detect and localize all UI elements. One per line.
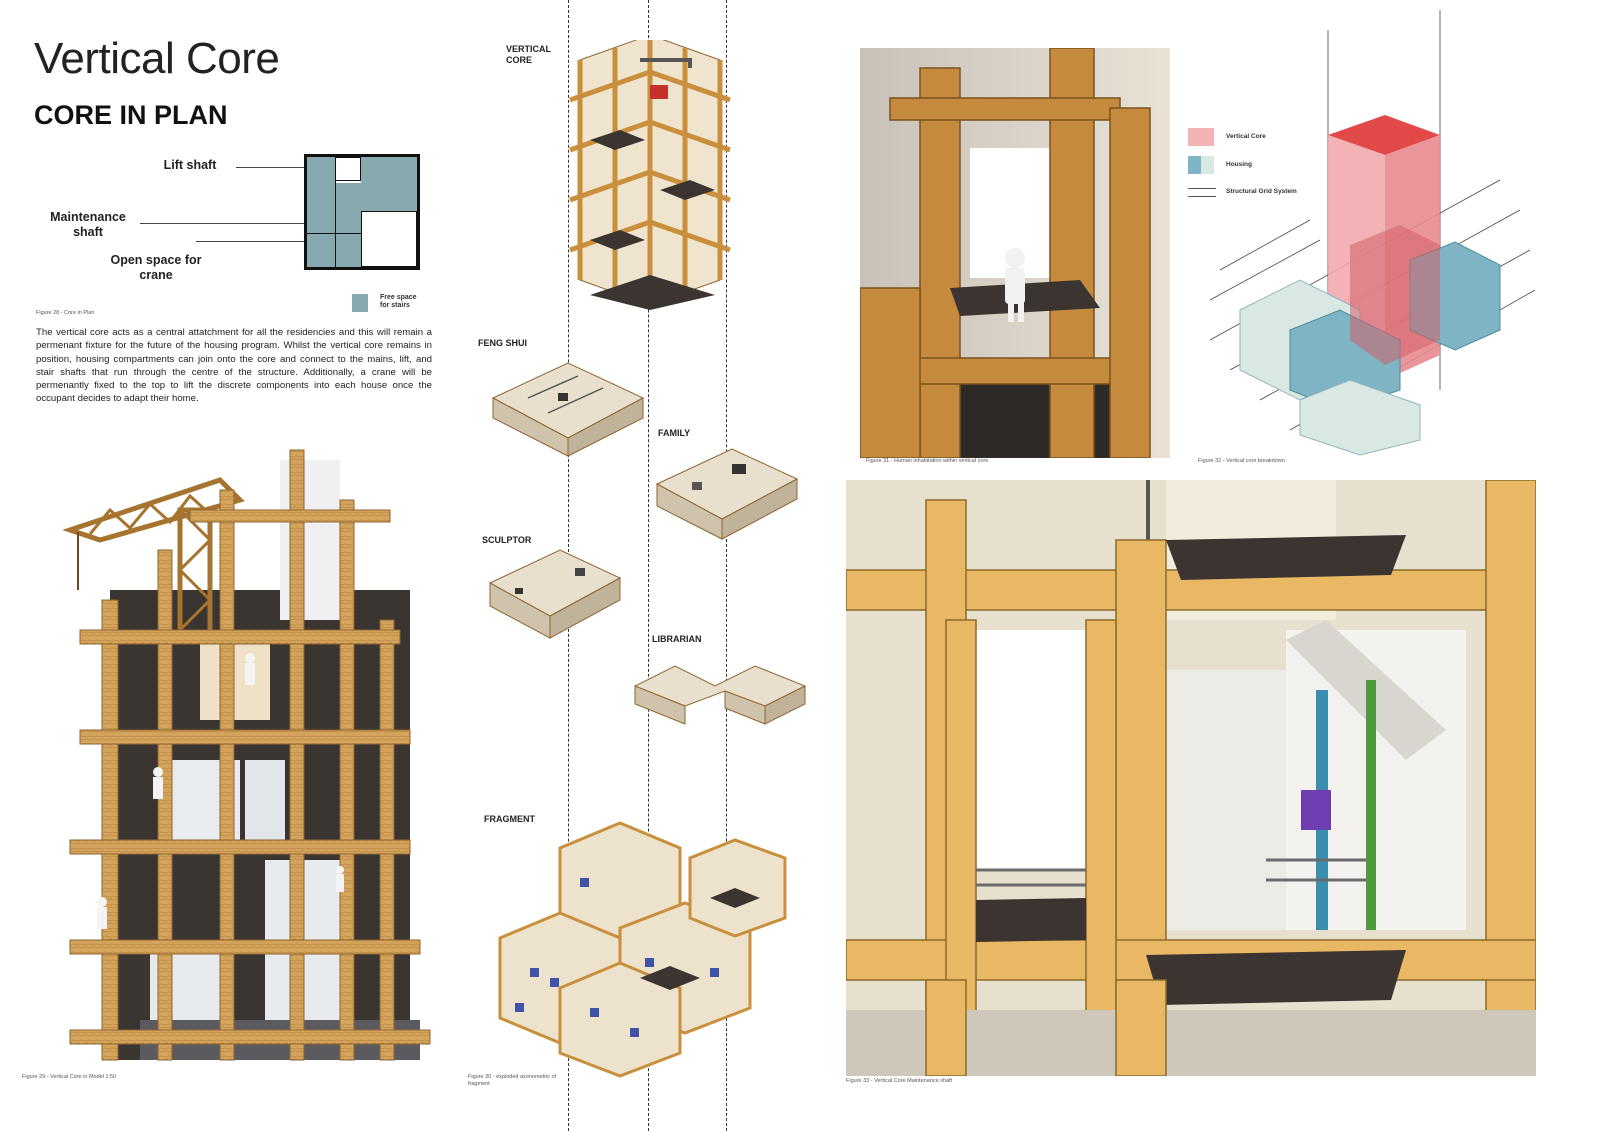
vertical-core-breakdown-diagram — [1209, 10, 1536, 456]
maintenance-caption: Figure 33 - Vertical Core Maintenance sh… — [846, 1078, 953, 1084]
maintenance-shaft-label: Maintenance shaft — [50, 210, 126, 239]
lift-shaft-label: Lift shaft — [163, 158, 217, 172]
section-heading: CORE IN PLAN — [34, 100, 228, 130]
grid-legend-line-2 — [1188, 196, 1216, 197]
model-caption: Figure 29 - Vertical Core in Model 1:50 — [22, 1074, 117, 1080]
legend-housing: Housing — [1226, 161, 1252, 168]
breakdown-caption: Figure 32 - Vertical core breakdown — [1198, 458, 1285, 464]
family-module — [655, 448, 799, 540]
grid-legend-line-1 — [1188, 188, 1216, 189]
human-inhabitation-photo — [860, 48, 1170, 458]
sculptor-label: SCULPTOR — [482, 535, 532, 545]
vertical-core-axonometric — [569, 40, 731, 310]
librarian-label: LIBRARIAN — [652, 634, 702, 644]
core-plan-diagram — [304, 154, 420, 270]
crane-space-leader — [196, 241, 386, 242]
vertical-core-label: VERTICAL CORE — [506, 44, 551, 65]
legend-vertical-core: Vertical Core — [1226, 133, 1266, 140]
grid-line-3 — [726, 0, 727, 1131]
maintenance-shaft-render — [846, 480, 1536, 1076]
exploded-caption: Figure 30 - exploded axonometric of frag… — [468, 1074, 557, 1087]
page-title: Vertical Core — [34, 34, 280, 83]
feng-shui-module — [491, 362, 645, 457]
human-caption: Figure 31 - Human inhabitation within ve… — [866, 458, 989, 464]
grid-line-2 — [648, 0, 649, 1131]
legend-structural-grid: Structural Grid System — [1226, 188, 1297, 195]
vertical-core-model-photo — [62, 449, 431, 1061]
stairs-legend-label: Free space for stairs — [380, 294, 417, 309]
lift-shaft-leader — [236, 167, 332, 168]
sculptor-module — [488, 549, 622, 639]
librarian-module — [633, 665, 807, 725]
vertical-core-swatch — [1188, 128, 1214, 146]
housing-swatch-dark — [1188, 156, 1201, 174]
fragment-label: FRAGMENT — [484, 814, 535, 824]
plan-caption: Figure 28 - Core in Plan — [36, 310, 95, 316]
maintenance-shaft-leader — [140, 223, 348, 224]
fragment-exploded-axonometric — [498, 821, 787, 1078]
family-label: FAMILY — [658, 428, 691, 438]
feng-shui-label: FENG SHUI — [478, 338, 528, 348]
body-paragraph: The vertical core acts as a central atta… — [36, 327, 432, 405]
stairs-legend-swatch — [352, 294, 368, 312]
crane-space-label: Open space for crane — [110, 253, 202, 282]
housing-swatch-light — [1201, 156, 1214, 174]
